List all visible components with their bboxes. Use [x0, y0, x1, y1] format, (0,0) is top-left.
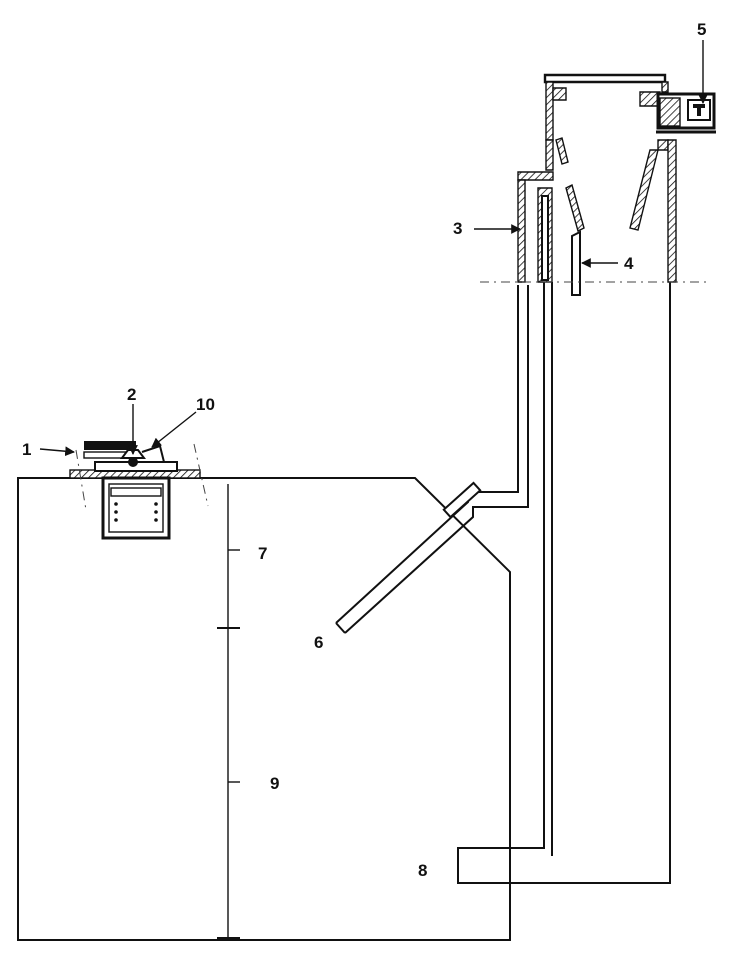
- label-8: 8: [418, 861, 427, 880]
- label-7: 7: [258, 544, 267, 563]
- level-measurement: [217, 484, 240, 939]
- label-5: 5: [697, 20, 706, 39]
- label-3: 3: [453, 219, 462, 238]
- vent-tube: [335, 285, 529, 634]
- label-4: 4: [624, 254, 634, 273]
- label-9: 9: [270, 774, 279, 793]
- tank-outline: [17, 477, 511, 941]
- label-10: 10: [196, 395, 215, 414]
- label-6: 6: [314, 633, 323, 652]
- rollover-valve: [69, 441, 209, 540]
- inner-pipe: [457, 282, 671, 884]
- label-2: 2: [127, 385, 136, 404]
- filler-neck: [517, 73, 716, 296]
- label-1: 1: [22, 440, 31, 459]
- leader-arrows: [39, 40, 708, 457]
